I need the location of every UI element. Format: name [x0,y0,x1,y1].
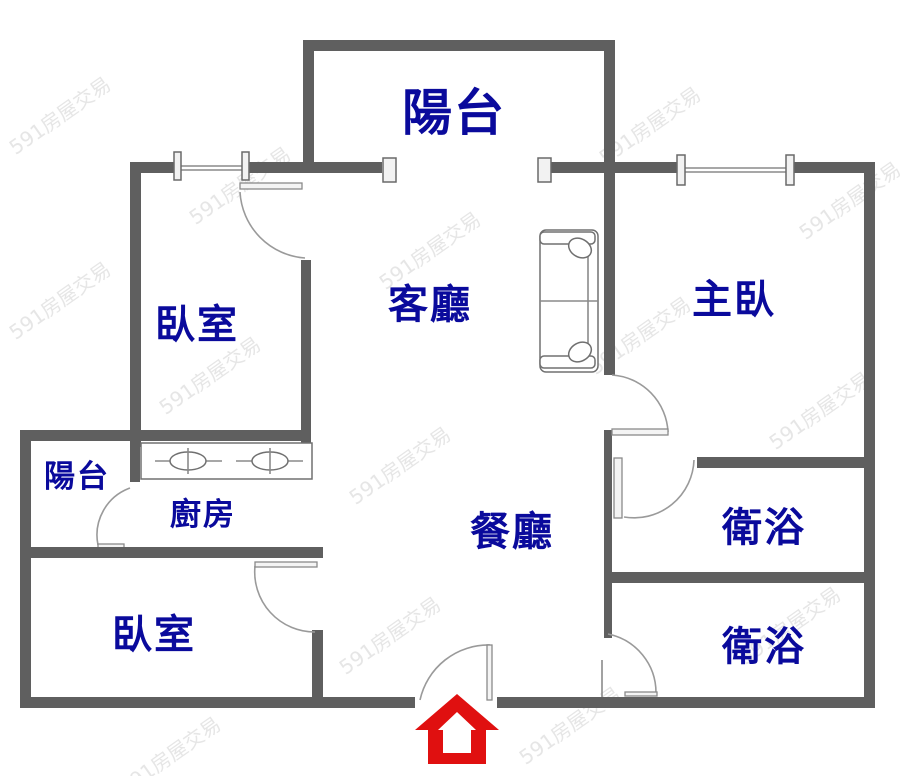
room-label-bedroom-left: 臥室 [155,302,239,348]
wall [301,260,311,447]
door-swing [611,374,669,433]
wall [130,430,140,482]
wall [303,40,314,170]
wall [604,430,612,638]
window-frame [173,151,182,181]
gas-stove-icon [155,448,303,474]
wall [604,40,615,375]
wall [549,162,677,173]
wall [20,697,415,708]
sofa-icon [539,229,599,373]
room-label-bathroom-1: 衛浴 [722,505,806,551]
door [239,182,303,190]
door-swing [96,487,131,546]
door [624,691,658,697]
wall-post [537,157,552,183]
wall-post [382,157,397,183]
entrance-door [486,644,493,701]
door-swing [623,459,695,519]
room-label-kitchen: 廚房 [170,497,236,533]
room-label-dining-room: 餐廳 [470,509,554,555]
door [254,561,318,568]
door-swing [607,633,657,694]
room-label-bedroom-bottom: 臥室 [112,612,196,658]
door-swing [419,644,491,701]
wall [497,697,875,708]
wall [130,162,178,173]
wall [130,162,141,447]
wall [303,40,615,51]
wall [246,162,382,173]
wall [864,162,875,708]
wall [791,162,875,173]
wall [604,572,875,583]
wall [312,630,323,708]
room-label-bathroom-2: 衛浴 [722,624,806,670]
door-swing [239,191,306,259]
window-frame [785,154,795,186]
room-label-living-room: 客廳 [388,282,472,328]
wall [20,430,31,707]
door-swing [253,565,316,633]
wall [697,457,875,468]
room-label-master-bedroom: 主臥 [692,277,776,323]
window-frame [676,154,686,186]
door [613,457,623,519]
room-label-balcony-small: 陽台 [44,459,110,495]
door [611,428,669,436]
entrance-arrow-icon [415,694,499,764]
wall [20,430,311,441]
window-frame [241,151,250,181]
wall [20,547,323,558]
room-label-balcony-top: 陽台 [402,84,506,142]
